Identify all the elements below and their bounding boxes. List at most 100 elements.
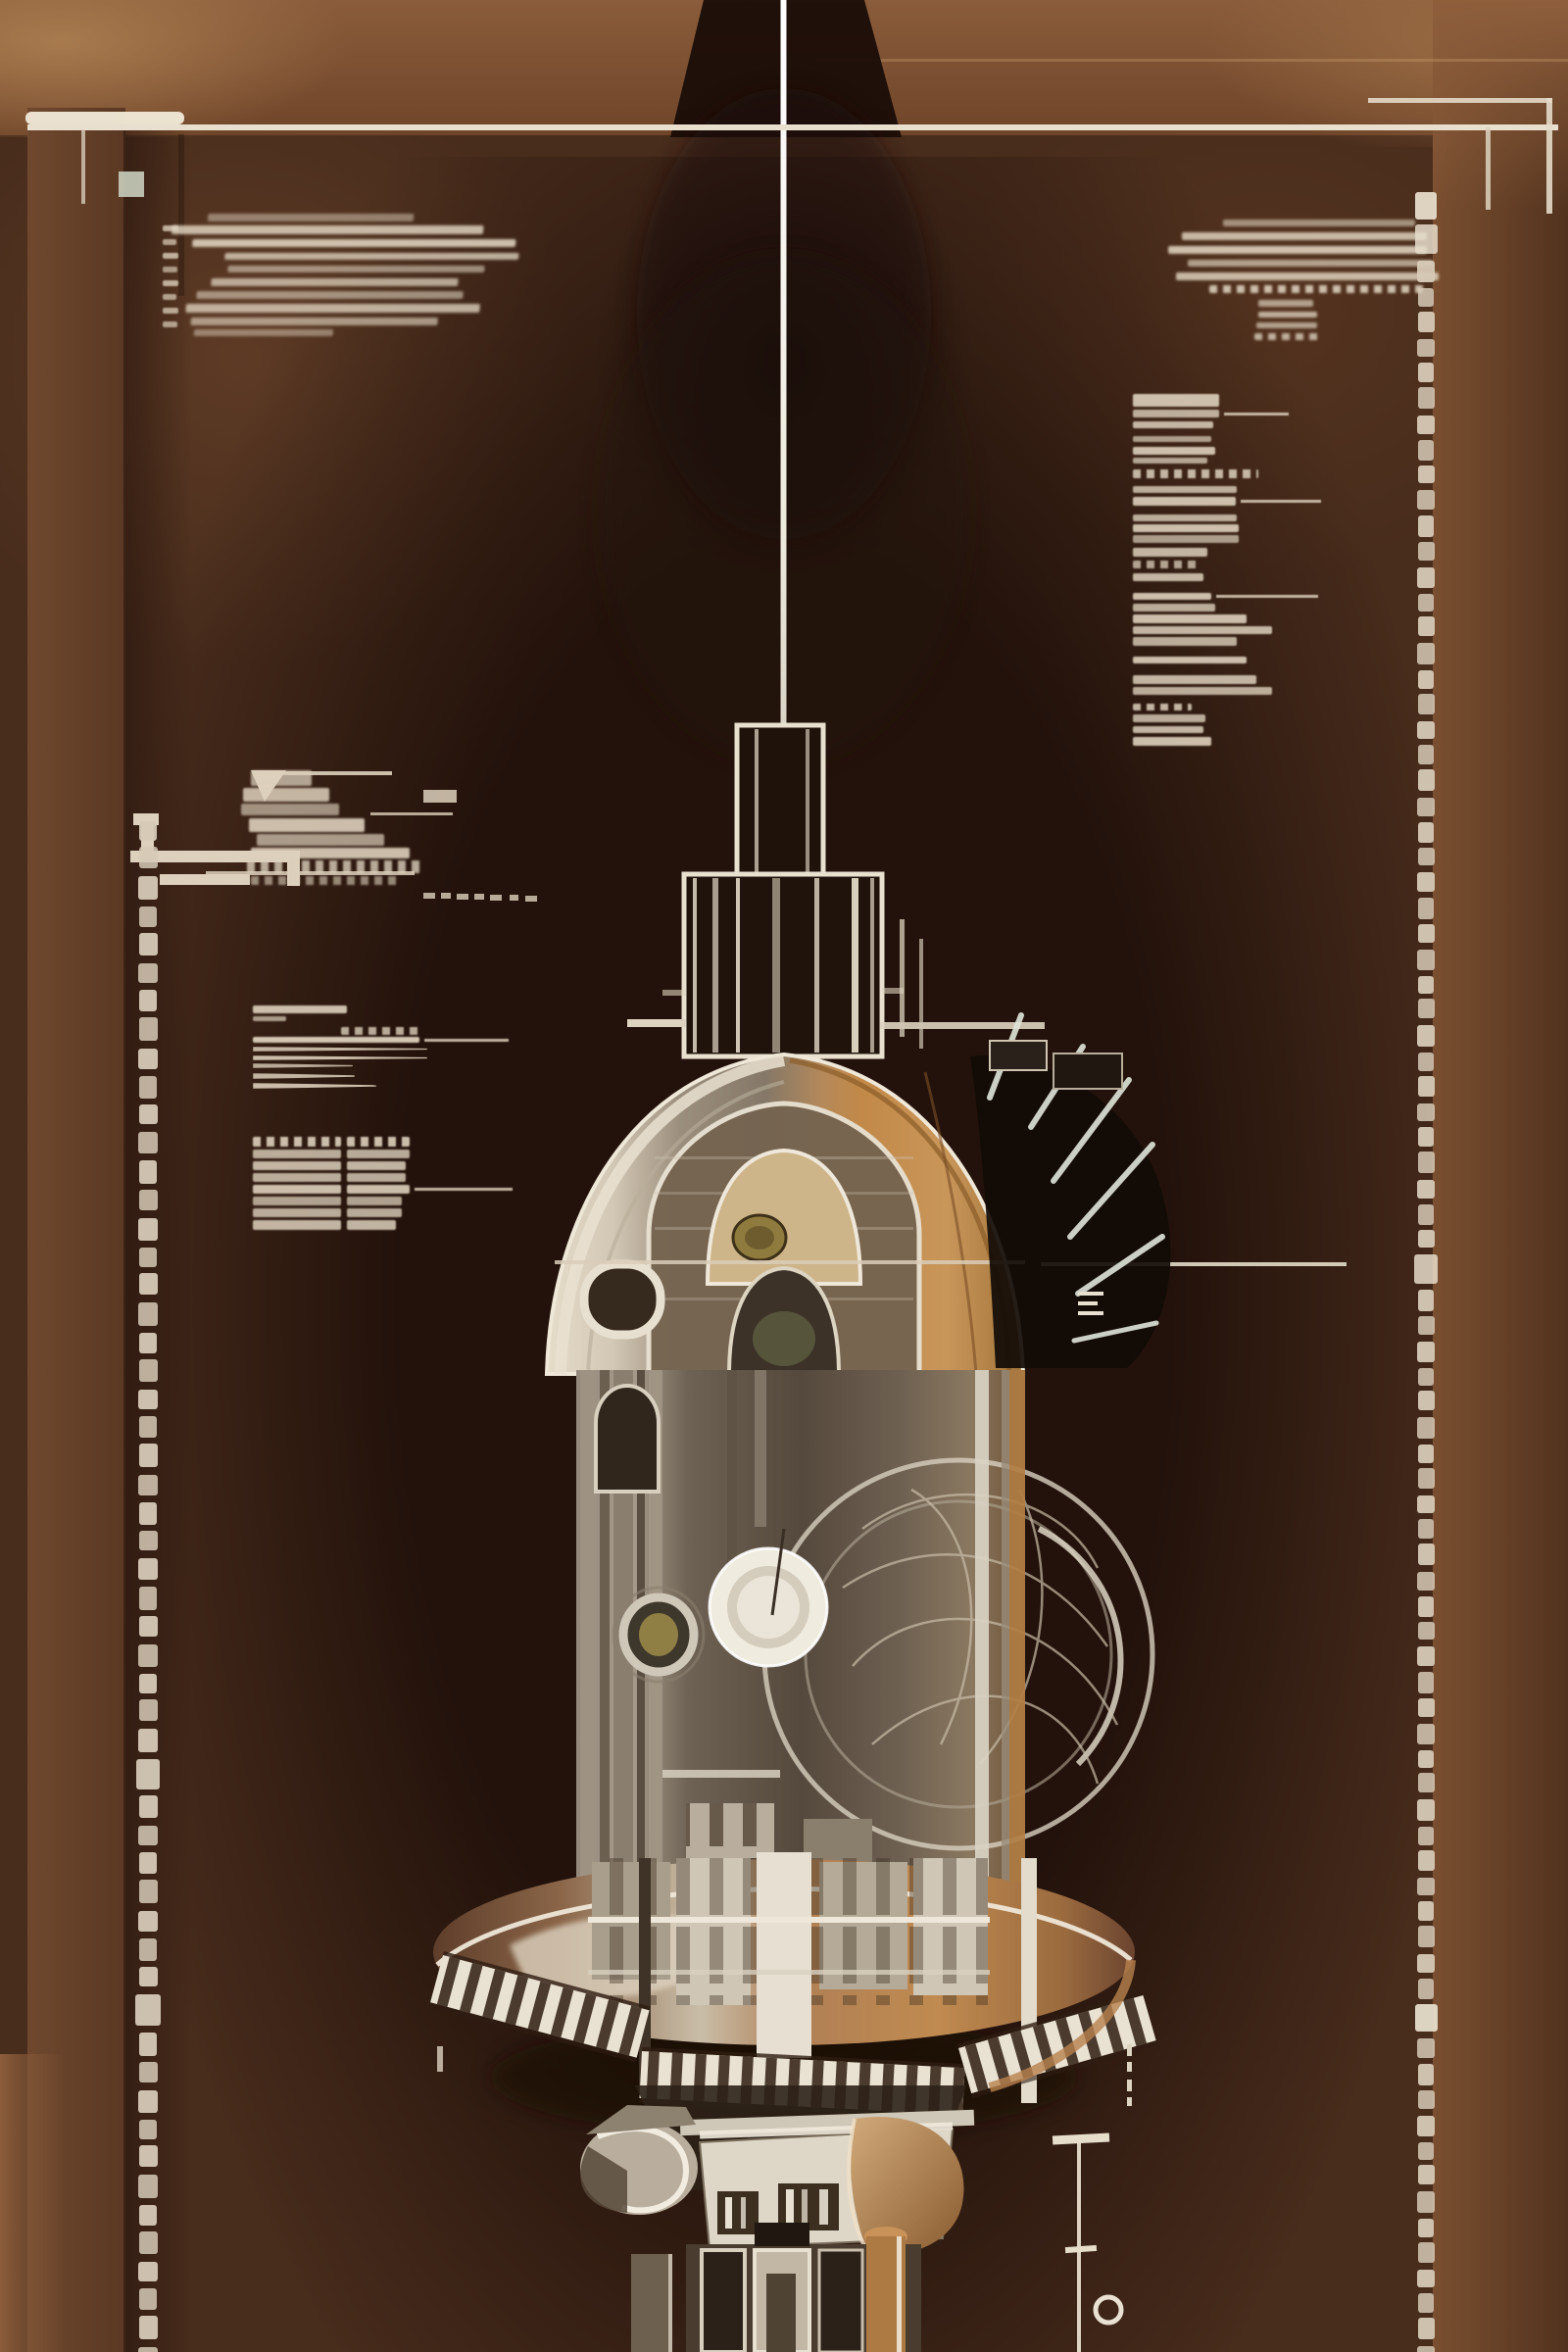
text-smudge-row: [253, 1150, 566, 1158]
ruler-segment: [1417, 339, 1435, 357]
text-smudge-row: [241, 818, 457, 832]
ruler-segment: [1417, 848, 1435, 865]
right-segmented-ruler: [1414, 192, 1438, 2352]
text-smudge-row: [1133, 514, 1388, 521]
smudge-bar: [253, 1063, 353, 1068]
ruler-segment: [1417, 2242, 1435, 2263]
smudge-bar: [1223, 220, 1415, 226]
tan-pod: [851, 2117, 964, 2254]
ruler-segment: [1418, 1827, 1434, 1845]
smudge-extension-line: [1241, 500, 1321, 503]
smudge-bar: [163, 239, 176, 245]
ruler-segment: [1417, 1391, 1435, 1410]
ruler-segment: [138, 1911, 158, 1932]
porthole-ring: [579, 1259, 665, 1340]
ruler-segment: [1417, 1417, 1435, 1439]
text-smudge-row: [163, 321, 192, 327]
ruler-segment: [1417, 542, 1435, 561]
ruler-segment: [1417, 2318, 1435, 2339]
arch-foliage: [753, 1311, 815, 1366]
ruler-segment: [1417, 643, 1435, 664]
crown-inner-bar: [806, 729, 809, 874]
smudge-bar: [1133, 637, 1237, 646]
ruler-segment: [1418, 1672, 1434, 1693]
text-smudge-row: [163, 280, 192, 286]
text-smudge-row: [1168, 300, 1462, 307]
ruler-segment: [138, 1017, 158, 1041]
ruler-segment: [138, 1558, 158, 1580]
text-smudge-row: [253, 1027, 566, 1035]
text-smudge-row: [1133, 687, 1388, 695]
ruler-segment: [138, 1967, 158, 1986]
text-smudge-row: [165, 329, 557, 336]
ruler-segment: [1417, 1025, 1435, 1047]
saucer-right-rim: [988, 1959, 1136, 2092]
smudge-bar: [253, 1083, 376, 1089]
left-column-edge: [668, 2254, 672, 2352]
smudge-bar: [1133, 737, 1211, 746]
olive-core: [639, 1613, 678, 1656]
ruler-segment: [139, 906, 157, 927]
smudge-bar: [1258, 312, 1317, 318]
ruler-segment: [1414, 1254, 1438, 1284]
ruler-segment: [138, 2347, 158, 2352]
rail-left-cap: [25, 112, 184, 124]
ruler-segment: [1417, 1724, 1435, 1744]
ruler-segment: [1417, 616, 1435, 636]
ruler-segment: [1418, 1979, 1434, 1999]
smudge-bar: [347, 1208, 402, 1217]
ruler-segment: [135, 1994, 161, 2026]
ruler-segment: [1417, 2165, 1435, 2184]
crown-bar: [693, 878, 697, 1053]
left-segmented-ruler: [135, 821, 161, 2352]
smudge-bar: [1168, 246, 1427, 254]
ruler-segment: [1417, 1646, 1435, 1666]
smudge-bar: [253, 1150, 341, 1158]
text-smudge-row: [253, 1173, 566, 1182]
smudge-bar: [1209, 285, 1425, 293]
crown-tick: [882, 988, 904, 994]
ruler-segment: [1418, 1596, 1434, 1617]
text-smudge-row: [253, 1220, 566, 1230]
text-smudge-row: [1133, 535, 1388, 543]
ruler-segment: [139, 2205, 157, 2226]
ruler-segment: [138, 1644, 158, 1667]
ruler-segment: [1418, 288, 1434, 307]
text-smudge-row: [241, 860, 457, 873]
ruler-segment: [1414, 224, 1438, 254]
smudge-bar: [163, 267, 177, 272]
smudge-extension-line: [1224, 412, 1289, 416]
small-ring-outer: [612, 1586, 706, 1684]
ruler-segment: [139, 1076, 157, 1099]
text-smudge-row: [1168, 220, 1462, 226]
ruler-segment: [139, 2120, 157, 2139]
ruler-segment: [1417, 490, 1435, 510]
smudge-bar: [1133, 604, 1215, 612]
smudge-bar: [1133, 394, 1219, 407]
rail-right-drop: [1486, 127, 1491, 210]
smudge-bar: [163, 225, 178, 231]
ruler-segment: [1417, 1180, 1435, 1199]
smudge-extension-line: [424, 1038, 509, 1042]
text-smudge-row: [253, 1083, 566, 1089]
smudge-bar: [253, 1208, 341, 1217]
ruler-segment: [138, 1795, 158, 1818]
ruler-segment: [1414, 2004, 1438, 2032]
text-smudge-row: [1133, 573, 1388, 581]
inset-glyph-bar: [786, 2189, 794, 2225]
ruler-segment: [138, 1359, 158, 1382]
ruler-segment: [1417, 694, 1435, 714]
crown-left-arm: [627, 1019, 686, 1027]
smudge-bar: [253, 1037, 419, 1043]
ruler-segment: [1417, 1544, 1435, 1565]
ruler-segment: [138, 1104, 158, 1124]
smudge-bar: [1133, 657, 1247, 663]
ruler-segment: [138, 1699, 158, 1721]
smudge-bar: [1133, 486, 1237, 493]
smudge-bar: [251, 848, 410, 858]
ruler-segment: [1417, 2270, 1435, 2287]
ruler-segment: [1418, 1901, 1434, 1921]
text-smudge-row: [253, 1185, 566, 1194]
ruler-segment: [1417, 1698, 1435, 1717]
